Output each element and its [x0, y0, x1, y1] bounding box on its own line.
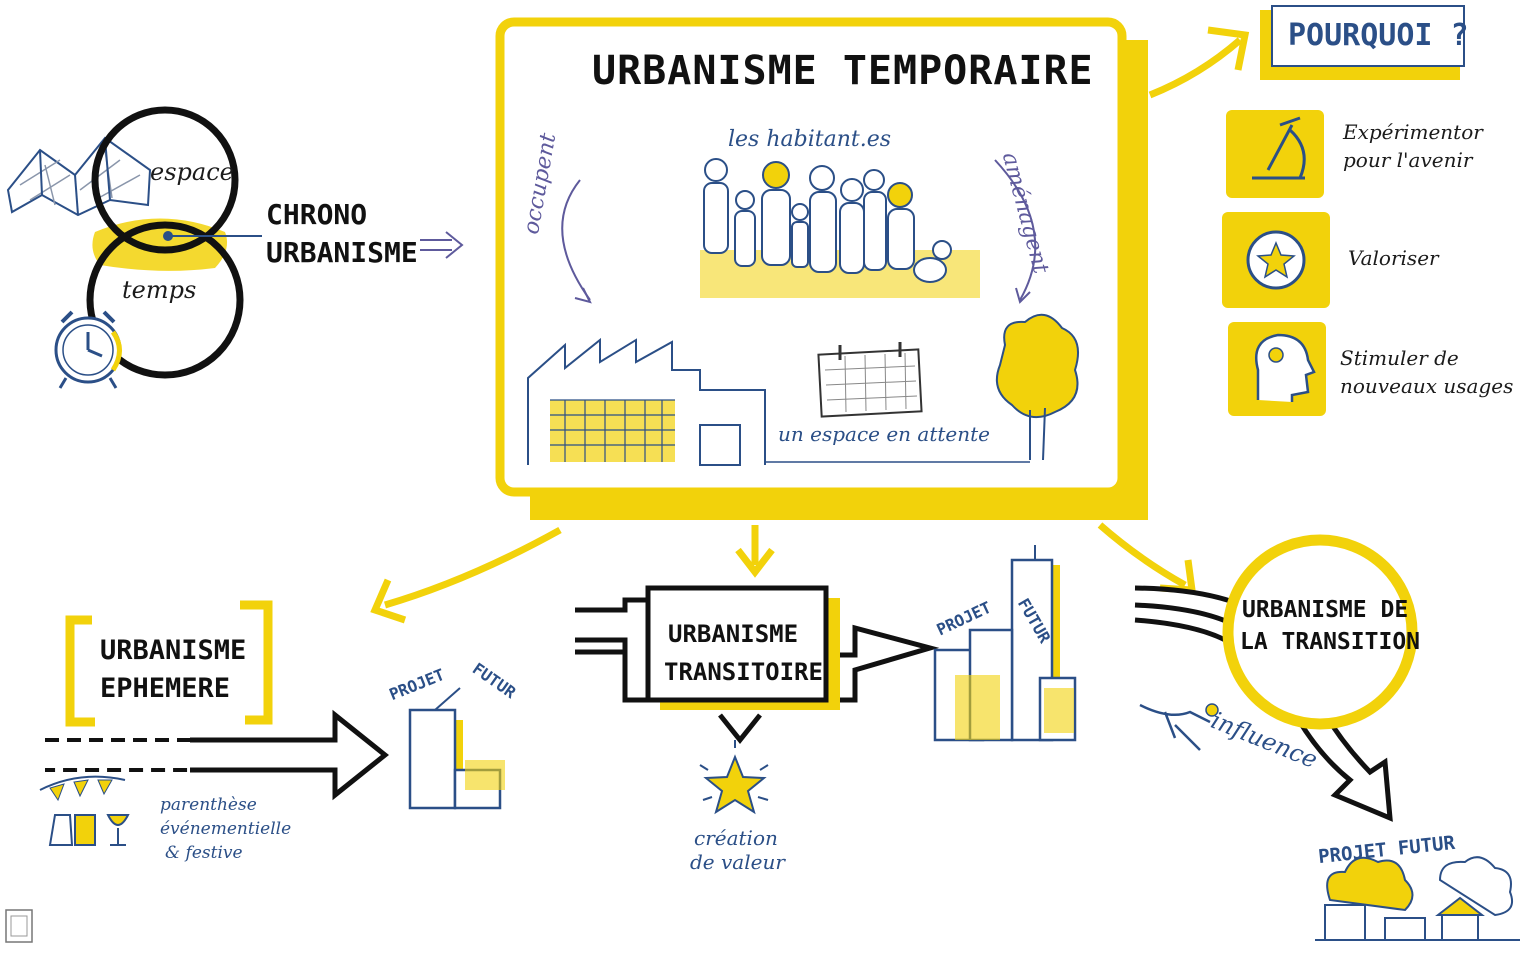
- parenthese-line1: parenthèse: [160, 795, 257, 815]
- party-icon: [39, 775, 130, 846]
- label-espace-attente: un espace en attente: [778, 422, 991, 446]
- central-title: URBANISME TEMPORAIRE: [592, 48, 1094, 94]
- parenthese-line3: & festive: [165, 843, 243, 863]
- transitoire-line2: TRANSITOIRE: [664, 658, 823, 686]
- alarm-clock-icon: [54, 310, 122, 389]
- space-time-venn: [86, 106, 262, 379]
- label-espace: espace: [150, 158, 234, 186]
- ephemere-line1: URBANISME: [100, 635, 247, 666]
- runner-icon: [1139, 703, 1219, 751]
- creation-line2: de valeur: [690, 850, 785, 874]
- transitoire-flow-arrow: [575, 597, 940, 703]
- transitoire-box: [645, 585, 840, 745]
- logo-mark-icon: [5, 909, 33, 943]
- label-chrono: CHRONO: [266, 198, 368, 231]
- ephemere-line2: EPHEMERE: [100, 673, 231, 704]
- microscope-icon: [1226, 110, 1324, 198]
- why-item-1-line1: Expérimentor: [1343, 120, 1483, 144]
- calendar-icon: [817, 342, 923, 418]
- ephemere-brackets: [65, 600, 273, 727]
- label-temps: temps: [122, 276, 197, 304]
- parenthese-line2: événementielle: [160, 819, 292, 839]
- future-buildings-icon-2: [933, 545, 1077, 742]
- label-habitants: les habitant.es: [728, 127, 892, 152]
- occupy-arrow: [561, 179, 591, 301]
- why-item-3-line2: nouveaux usages: [1340, 374, 1514, 398]
- why-item-2-line1: Valoriser: [1348, 246, 1439, 270]
- transitoire-line1: URBANISME: [668, 620, 799, 648]
- why-banner: [1260, 5, 1465, 80]
- arrow-to-transition: [1097, 522, 1187, 589]
- map-icon: [6, 136, 152, 217]
- tree-icon: [996, 313, 1079, 461]
- people-group-icon: [700, 158, 980, 298]
- factory-icon: [527, 337, 1030, 466]
- transition-line2: LA TRANSITION: [1240, 629, 1421, 655]
- head-lightbulb-icon: [1228, 322, 1326, 416]
- future-buildings-icon-1: [408, 687, 505, 810]
- label-chrono-urbanisme: URBANISME: [266, 236, 418, 269]
- star-badge-icon: [1222, 212, 1330, 308]
- why-item-1-line2: pour l'avenir: [1343, 148, 1473, 172]
- star-value-icon: [699, 740, 769, 815]
- why-item-3-line1: Stimuler de: [1340, 346, 1459, 370]
- why-arrow: [1148, 37, 1243, 99]
- transition-circle: [1222, 534, 1418, 730]
- ephemere-arrow: [45, 709, 390, 801]
- arrow-to-ephemere: [384, 526, 562, 609]
- creation-line1: création: [694, 826, 778, 850]
- why-title: POURQUOI ?: [1288, 18, 1469, 53]
- future-landscape-icon: [1315, 856, 1520, 941]
- develop-arrow: [994, 159, 1037, 301]
- arrow-to-center: [420, 231, 464, 259]
- transition-line1: URBANISME DE: [1242, 597, 1409, 623]
